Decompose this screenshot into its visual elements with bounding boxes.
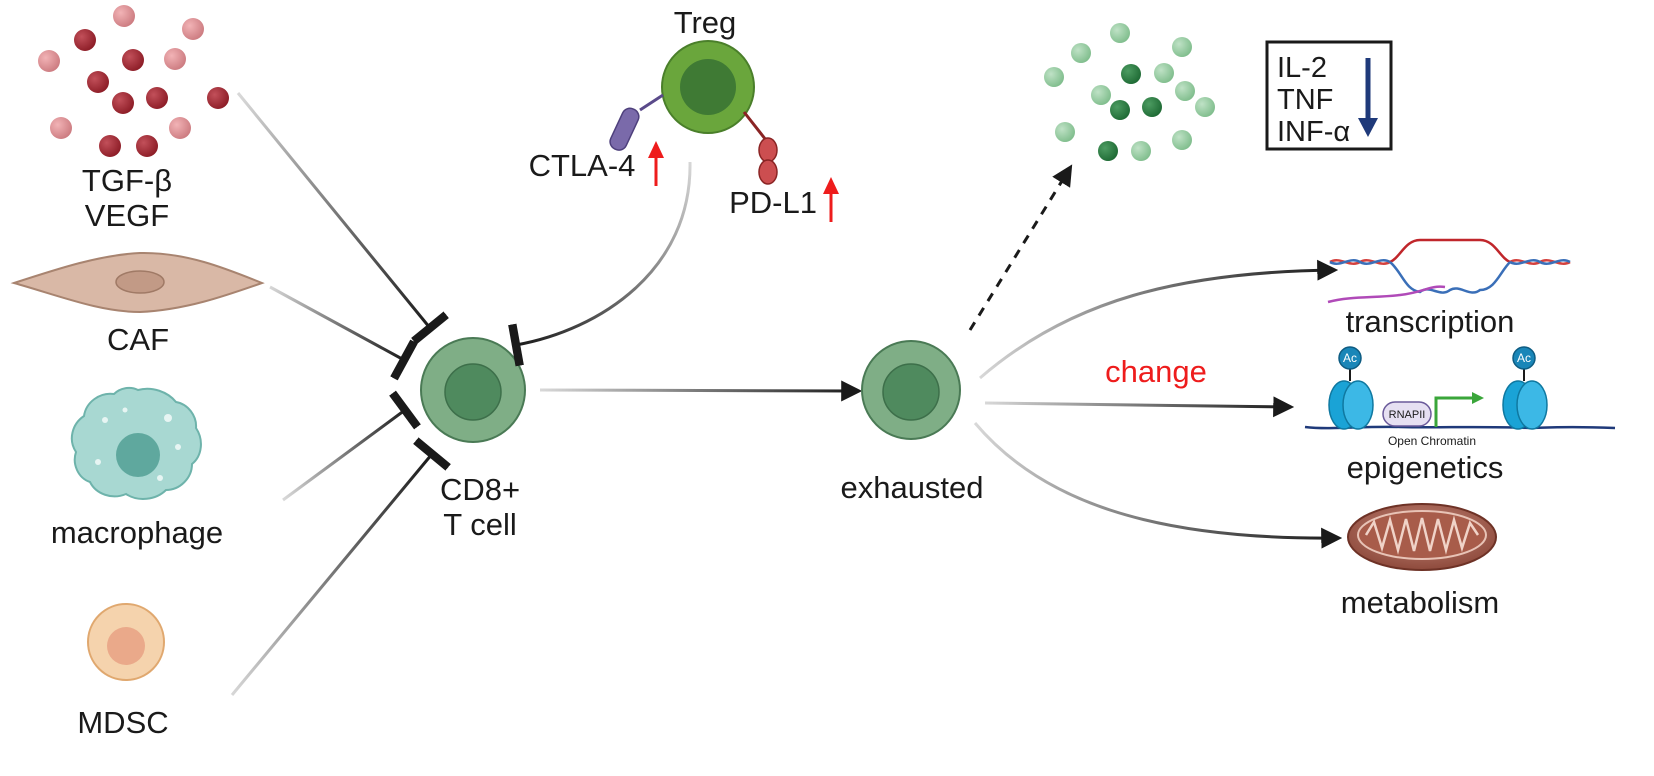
transcription-label: transcription [1346,304,1515,339]
treg-inhibition-line [508,161,692,367]
mdsc-inhibition-line [230,437,451,696]
treg-cell-icon [661,40,755,134]
pdl1-receptor-icon [742,111,778,185]
fibroblast-cell-icon [10,251,265,314]
nucleosome-icon: Ac [1502,346,1548,430]
inf-alpha-label: INF-α [1277,116,1350,148]
cd8-to-exhausted-arrow [539,380,863,402]
mdsc-cell-icon [87,603,165,681]
epigenetics-arrow [984,396,1295,418]
il2-label: IL-2 [1277,52,1327,84]
cytokine-release-dashed-arrow [968,164,1073,331]
tgf-inhibition-line [236,92,449,345]
ac-label-left: Ac [1343,351,1357,365]
exhausted-label: exhausted [840,470,983,505]
red-cytokine-particles-icon [38,5,229,157]
cd8-t-cell-icon [420,337,526,443]
rnapii-icon: RNAPII [1382,401,1432,427]
ctla4-up-arrow-icon [648,141,664,186]
ac-label-right: Ac [1517,351,1531,365]
tnf-label: TNF [1277,84,1333,116]
metabolism-label: metabolism [1341,585,1500,620]
mdsc-label: MDSC [77,705,168,740]
transcription-start-arrow-icon [1434,392,1484,427]
ctla4-label: CTLA-4 [529,148,636,183]
ctla4-receptor-icon [609,93,664,151]
pdl1-label: PD-L1 [729,185,817,220]
change-label: change [1105,354,1207,389]
macrophage-cell-icon [70,386,202,500]
epigenetics-label: epigenetics [1347,450,1504,485]
macrophage-label: macrophage [51,515,223,550]
dna-bubble-icon [1327,238,1571,304]
macrophage-inhibition-line [282,390,421,502]
down-arrow-icon [1358,58,1378,137]
cd8-label: CD8+ [440,472,520,507]
tgf-beta-label: TGF-β [82,163,172,198]
cytokine-decrease-box: IL-2 TNF INF-α [1265,40,1393,151]
rnapii-label: RNAPII [1389,409,1426,421]
nucleosome-icon: Ac [1328,346,1374,430]
exhausted-t-cell-icon [861,340,961,440]
treg-label: Treg [674,5,737,40]
open-chromatin-label: Open Chromatin [1388,434,1476,448]
pdl1-up-arrow-icon [823,177,839,222]
caf-inhibition-line [269,285,418,381]
green-cytokine-particles-icon [1044,23,1215,161]
caf-label: CAF [107,322,169,357]
transcription-arrow [979,259,1339,380]
t-cell-label: T cell [443,507,517,542]
metabolism-arrow [973,422,1343,549]
vegf-label: VEGF [85,198,169,233]
open-chromatin-icon: Ac Ac RNAPII Open Chromatin [1304,346,1616,448]
mitochondrion-icon [1347,503,1497,571]
